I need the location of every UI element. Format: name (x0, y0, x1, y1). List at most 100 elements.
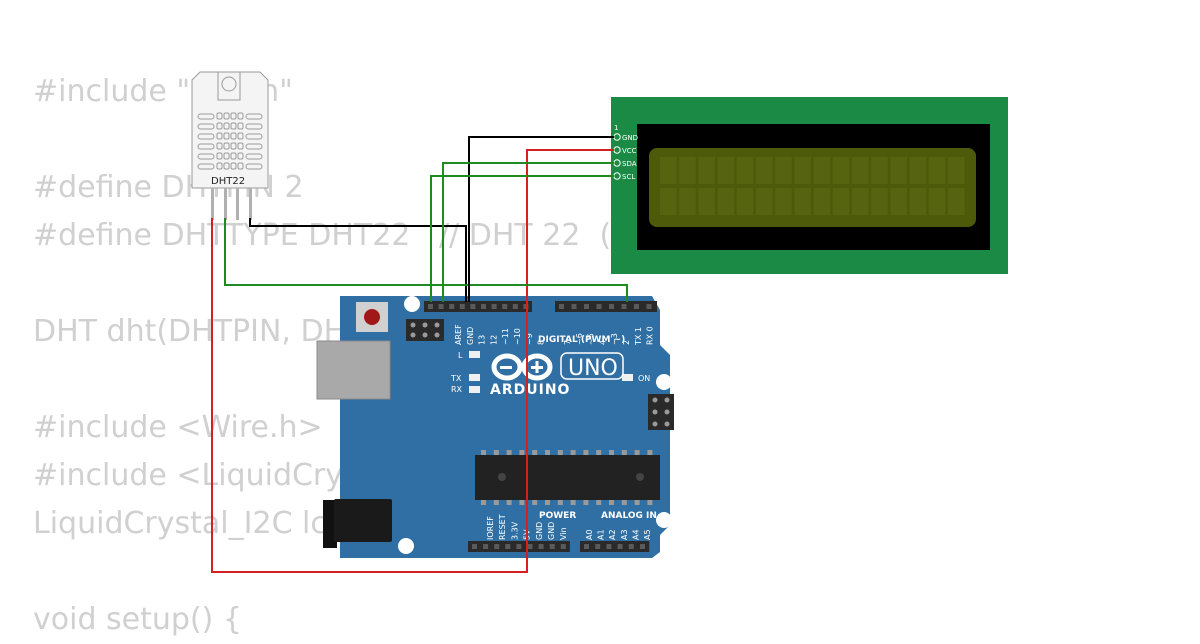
header-pin[interactable] (481, 304, 486, 309)
pin-label: ~11 (501, 328, 510, 345)
lcd-char-cell (871, 188, 888, 215)
header-pin[interactable] (595, 544, 601, 549)
wire-dht-data (224, 218, 628, 302)
header-pin[interactable] (549, 544, 555, 549)
lcd-char-cell (871, 157, 888, 184)
lcd-char-cell (756, 188, 773, 215)
dht22-label: DHT22 (211, 176, 245, 187)
header-pin[interactable] (617, 544, 623, 549)
led-l-label: L (458, 351, 463, 360)
header-pin[interactable] (538, 544, 544, 549)
lcd-pin-label: SDA (622, 160, 637, 168)
arduino-model: UNO (568, 356, 618, 381)
lcd-char-cell (794, 188, 811, 215)
header-pin[interactable] (559, 304, 564, 309)
pin-label: 12 (489, 335, 498, 345)
led-rx-label: RX (451, 385, 463, 394)
header-pin[interactable] (609, 304, 614, 309)
header-pin[interactable] (472, 544, 477, 549)
pin-label: A0 (585, 529, 594, 540)
lcd-char-cell (775, 157, 792, 184)
pin-label: IOREF (486, 516, 495, 540)
header-pin[interactable] (502, 304, 508, 309)
header-pin[interactable] (470, 304, 476, 309)
header-pin[interactable] (527, 544, 533, 549)
pin-label: A4 (631, 529, 640, 540)
header-pin[interactable] (621, 304, 627, 309)
mounting-hole (656, 374, 672, 390)
led-on (622, 374, 633, 381)
analog-header[interactable] (580, 541, 650, 552)
header-pin[interactable] (584, 304, 589, 309)
pin-label: GND (535, 522, 544, 540)
lcd-pin-number: 1 (614, 124, 618, 132)
lcd-module[interactable]: 1 GND VCC SDA SCL (611, 97, 1008, 274)
lcd-character-grid (660, 157, 965, 215)
uno-badge (560, 352, 624, 380)
lcd-char-cell (928, 188, 946, 215)
header-pin[interactable] (571, 304, 577, 309)
lcd-char-cell (832, 188, 850, 215)
lcd-pin-label: SCL (622, 173, 635, 181)
header-pin[interactable] (596, 304, 602, 309)
led-l (469, 351, 480, 358)
wires[interactable] (211, 136, 628, 573)
dht22-hole (221, 76, 237, 92)
lcd-char-cell (660, 188, 677, 215)
header-pin[interactable] (491, 304, 497, 309)
lcd-screen (649, 148, 976, 227)
dht22-sensor[interactable]: DHT22 (191, 71, 269, 220)
lcd-char-cell (736, 188, 754, 215)
header-pin[interactable] (523, 304, 529, 309)
lcd-pin-gnd[interactable]: GND (613, 133, 638, 142)
pin-label: GND (547, 522, 556, 540)
pin-label: A5 (643, 529, 652, 540)
header-pin[interactable] (646, 304, 652, 309)
pin-label: TX 1 (634, 327, 643, 346)
header-pin[interactable] (606, 544, 612, 549)
microcontroller-chip (475, 450, 660, 505)
led-tx (469, 374, 480, 381)
lcd-char-cell (717, 157, 735, 184)
header-pin[interactable] (584, 544, 589, 549)
wire-lcd-gnd (468, 136, 614, 302)
mounting-hole (656, 512, 672, 528)
lcd-char-cell (717, 188, 735, 215)
header-pin[interactable] (628, 544, 634, 549)
lcd-char-cell (679, 157, 696, 184)
header-pin[interactable] (449, 304, 455, 309)
header-pin[interactable] (560, 544, 566, 549)
lcd-char-cell (756, 157, 773, 184)
lcd-char-cell (852, 188, 869, 215)
header-pin[interactable] (640, 544, 645, 549)
analog-in-label: ANALOG IN (601, 511, 657, 521)
header-pin[interactable] (634, 304, 639, 309)
lcd-char-cell (890, 157, 907, 184)
pin-label: ~3 (610, 333, 619, 345)
digital-header-left[interactable] (424, 301, 532, 312)
mounting-hole (404, 296, 420, 312)
header-pin[interactable] (516, 544, 522, 549)
header-pin[interactable] (512, 304, 518, 309)
header-pin[interactable] (494, 544, 500, 549)
reset-button[interactable] (356, 302, 388, 332)
header-pin[interactable] (505, 544, 511, 549)
wire-lcd-sda (442, 162, 614, 302)
lcd-char-cell (909, 188, 927, 215)
power-header[interactable] (468, 541, 570, 552)
header-pin[interactable] (483, 544, 489, 549)
pin-label: RX 0 (646, 326, 655, 345)
digital-header-right[interactable] (555, 301, 657, 312)
dht22-pins[interactable] (211, 188, 252, 220)
pin-label: A3 (620, 529, 629, 540)
pin-label: 7 (563, 340, 572, 345)
header-pin[interactable] (438, 304, 444, 309)
pin-label: ~9 (525, 333, 534, 345)
header-pin[interactable] (459, 304, 465, 309)
led-tx-label: TX (450, 374, 462, 383)
digital-header-label: DIGITAL (PWM ~) (538, 335, 625, 345)
pin-label: 13 (478, 335, 487, 345)
header-pin[interactable] (428, 304, 433, 309)
lcd-pin-label: GND (622, 134, 638, 142)
